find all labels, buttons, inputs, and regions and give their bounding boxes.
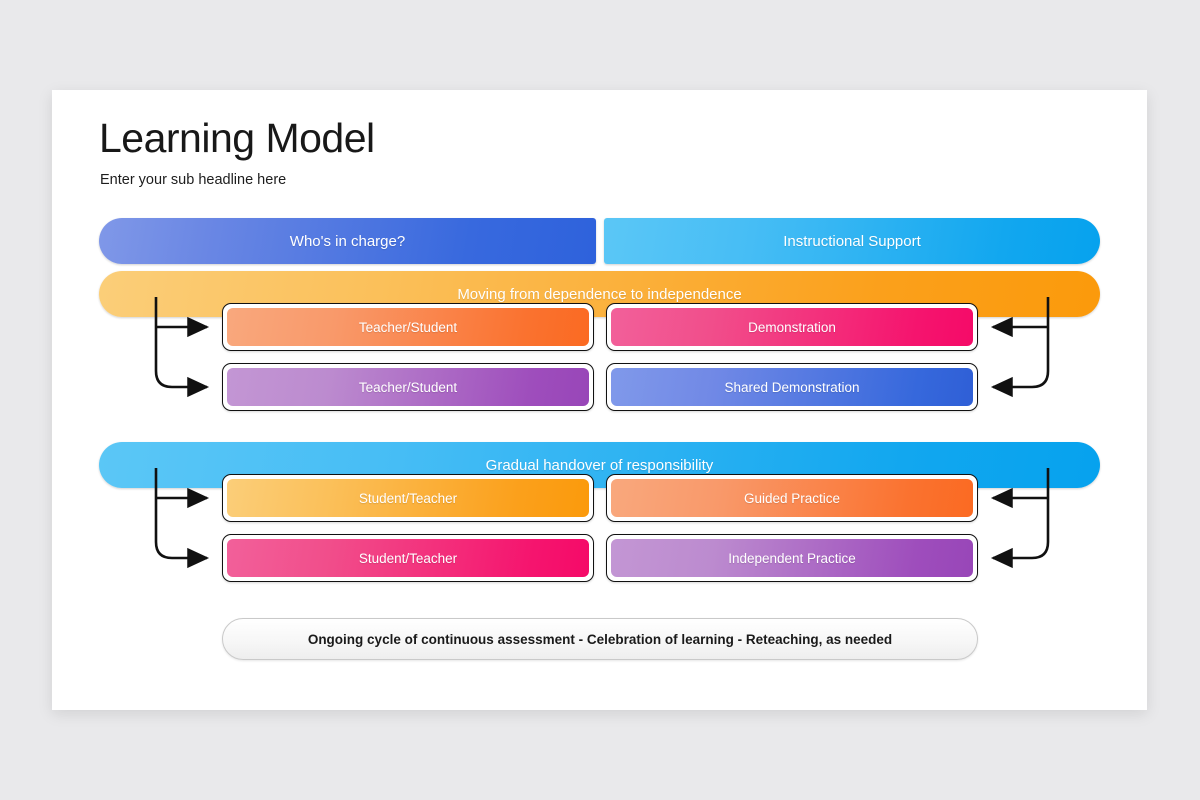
card-shared-demonstration[interactable]: Shared Demonstration [606,363,978,411]
card-student-teacher-2-label: Student/Teacher [358,550,458,566]
page-subtitle: Enter your sub headline here [100,172,287,188]
card-guided-practice-fill: Guided Practice [611,479,973,517]
band-whos-in-charge[interactable]: Who's in charge? [99,218,596,264]
card-independent-practice-fill: Independent Practice [611,539,973,577]
card-student-teacher-1-fill: Student/Teacher [227,479,589,517]
card-teacher-student-1[interactable]: Teacher/Student [222,303,594,351]
card-demonstration[interactable]: Demonstration [606,303,978,351]
card-demonstration-fill: Demonstration [611,308,973,346]
band-whos-in-charge-label: Who's in charge? [289,232,406,250]
card-guided-practice-label: Guided Practice [743,490,841,506]
card-student-teacher-1[interactable]: Student/Teacher [222,474,594,522]
band-gradual-label: Gradual handover of responsibility [485,456,714,474]
card-teacher-student-2-fill: Teacher/Student [227,368,589,406]
footer-cycle-label: Ongoing cycle of continuous assessment -… [307,631,893,647]
card-guided-practice[interactable]: Guided Practice [606,474,978,522]
band-instructional-support[interactable]: Instructional Support [604,218,1100,264]
card-teacher-student-2[interactable]: Teacher/Student [222,363,594,411]
card-independent-practice[interactable]: Independent Practice [606,534,978,582]
card-teacher-student-2-label: Teacher/Student [358,379,458,395]
card-independent-practice-label: Independent Practice [728,550,856,566]
card-student-teacher-2-fill: Student/Teacher [227,539,589,577]
page-title: Learning Model [99,115,375,161]
band-moving-label: Moving from dependence to independence [457,285,742,303]
card-teacher-student-1-fill: Teacher/Student [227,308,589,346]
card-shared-demonstration-label: Shared Demonstration [724,379,860,395]
slide-canvas: Learning Model Enter your sub headline h… [52,90,1147,710]
band-instructional-support-label: Instructional Support [783,232,921,250]
card-student-teacher-2[interactable]: Student/Teacher [222,534,594,582]
card-student-teacher-1-label: Student/Teacher [358,490,458,506]
card-demonstration-label: Demonstration [748,319,836,335]
card-teacher-student-1-label: Teacher/Student [358,319,458,335]
footer-cycle-pill[interactable]: Ongoing cycle of continuous assessment -… [222,618,978,660]
card-shared-demonstration-fill: Shared Demonstration [611,368,973,406]
